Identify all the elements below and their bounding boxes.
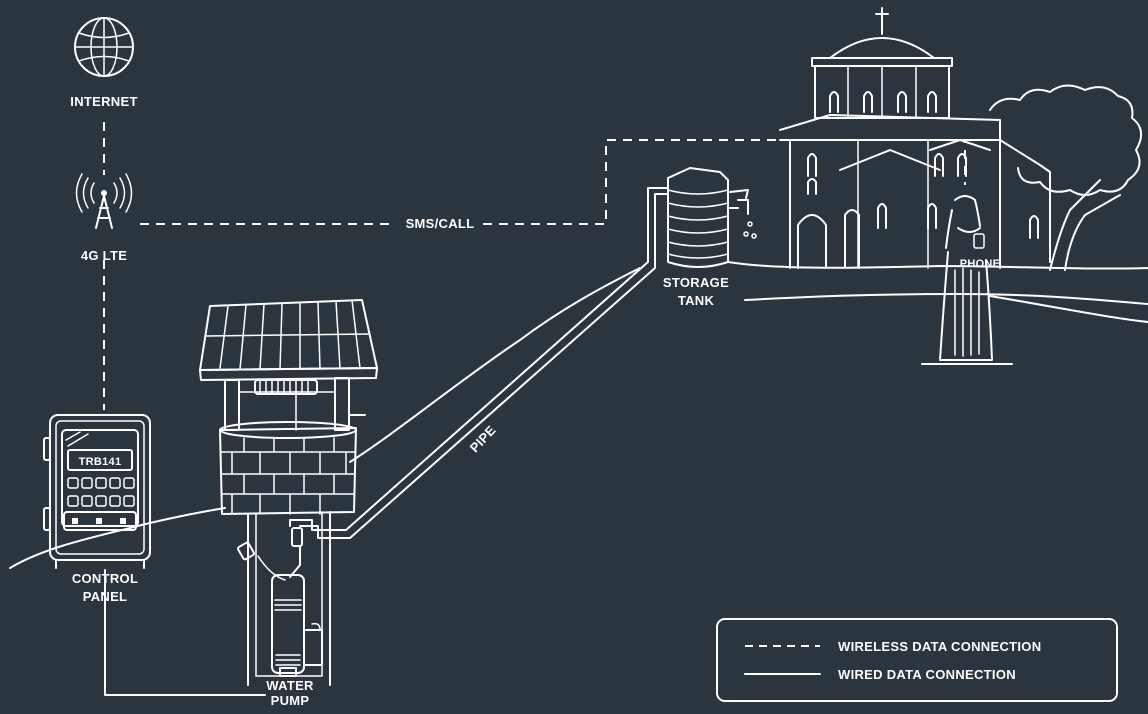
faucet-icon bbox=[730, 190, 756, 238]
globe-icon bbox=[75, 18, 133, 76]
control-panel-icon bbox=[44, 415, 150, 568]
legend-wireless-label: WIRELESS DATA CONNECTION bbox=[838, 639, 1041, 654]
panel-buttons bbox=[64, 478, 136, 530]
pipe-label: PIPE bbox=[467, 423, 499, 456]
control-panel-label-line1: CONTROL bbox=[72, 571, 138, 586]
control-panel-label-line2: PANEL bbox=[83, 589, 128, 604]
internet-label: INTERNET bbox=[70, 94, 137, 109]
legend-wired-label: WIRED DATA CONNECTION bbox=[838, 667, 1016, 682]
phone-label: PHONE bbox=[960, 258, 1001, 270]
water-pump-label-line2: PUMP bbox=[271, 693, 310, 708]
storage-tank-label-line2: TANK bbox=[678, 293, 715, 308]
water-pump-label-line1: WATER bbox=[266, 678, 314, 693]
storage-tank-label-line1: STORAGE bbox=[663, 275, 729, 290]
legend: WIRELESS DATA CONNECTION WIRED DATA CONN… bbox=[717, 619, 1117, 701]
wireless-connections bbox=[104, 122, 965, 410]
church-icon bbox=[780, 8, 1050, 268]
pipe bbox=[290, 188, 668, 538]
well-icon bbox=[200, 300, 377, 514]
wired-connection bbox=[105, 570, 265, 695]
water-pump-icon bbox=[237, 528, 322, 676]
tree-icon bbox=[990, 85, 1141, 270]
cell-tower-icon bbox=[77, 174, 132, 228]
terrain bbox=[10, 262, 1148, 568]
device-label: TRB141 bbox=[79, 456, 122, 468]
sms-call-label: SMS/CALL bbox=[406, 216, 475, 231]
lte-label: 4G LTE bbox=[81, 248, 127, 263]
storage-tank-icon bbox=[668, 168, 738, 267]
